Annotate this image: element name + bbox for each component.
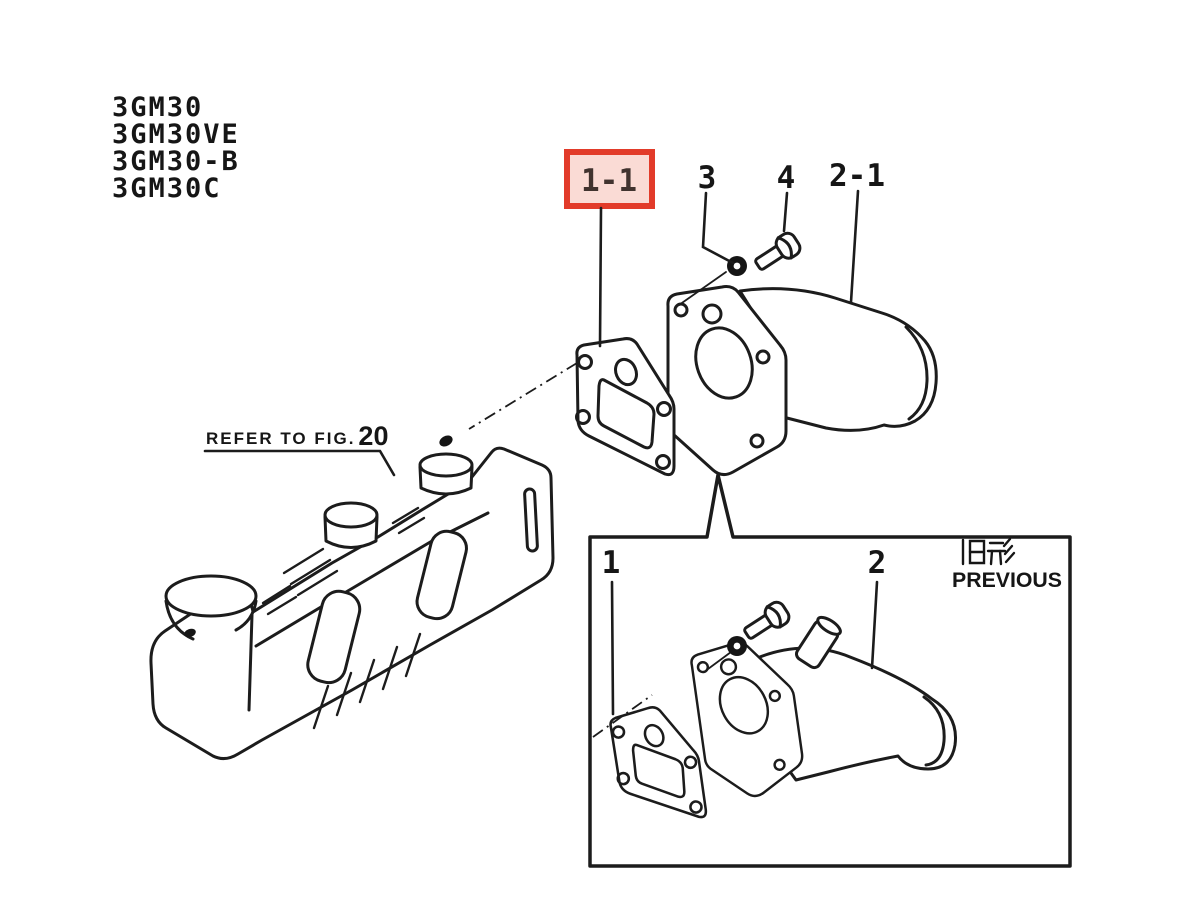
gasket-drawing [575,337,676,477]
bolt-drawing [749,228,805,277]
model-item: 3GM30VE [112,119,240,150]
manifold-louvers [261,506,426,616]
elbow-end-rim [904,325,929,421]
model-list: 3GM30 3GM30VE 3GM30-B 3GM30C [112,92,240,204]
highlight-label[interactable]: 1-1 [581,163,637,199]
model-item: 3GM30C [112,173,222,204]
inset-nut-drawing [727,636,747,656]
highlight-callout-1-1[interactable]: 1-1 [564,149,655,209]
leader-line-4 [782,191,789,233]
manifold-lug [415,529,468,621]
inset-bolt-drawing [738,597,794,646]
exhaust-manifold-drawing [149,435,555,761]
bracket-hole [439,435,453,447]
inset-elbow-end-rim [922,695,946,767]
nut-drawing [727,256,747,276]
refer-pointer-line [203,449,396,477]
body-ridge [254,511,490,648]
manifold-hatching [312,632,422,730]
mid-boss [323,501,379,529]
inset-bolt-axis-line [707,651,732,670]
refer-to-fig-note: REFER TO FIG.20 [203,421,396,477]
previous-label-en: PREVIOUS [952,568,1062,592]
inset-elbow-drawing [688,615,958,804]
model-item: 3GM30-B [112,146,240,177]
gasket-plate [575,337,676,477]
callout-3[interactable]: 3 [698,160,717,196]
highlight-box[interactable] [564,149,655,209]
elbow-pipe [738,287,938,432]
left-boss [164,574,258,618]
refer-text: REFER TO FIG.20 [206,421,388,451]
leader-line-3 [701,191,735,265]
manifold-lug [306,589,362,685]
model-item: 3GM30 [112,92,203,123]
left-boss-skirt [234,599,258,632]
assembly-axis-line [468,362,578,430]
leader-line-1-1 [598,206,603,348]
inset-leader-line-1 [610,580,615,716]
boss-hole [184,628,196,638]
leader-line-2-1 [849,189,860,304]
left-cap-edge [247,613,254,712]
bracket-slot [523,487,539,553]
inset-box-border [588,473,1072,868]
bolt-axis-line [678,271,727,306]
previous-label-ja [961,537,1016,566]
inset-callout-1[interactable]: 1 [602,545,621,581]
inset-gasket-drawing [607,700,708,830]
callout-2-1[interactable]: 2-1 [829,158,885,194]
right-boss [418,452,474,478]
inset-leader-line-2 [870,580,879,670]
inset-elbow-stub [795,615,842,670]
mixing-elbow-drawing [666,285,938,477]
callout-4[interactable]: 4 [777,160,796,196]
inset-callout-2[interactable]: 2 [868,545,887,581]
inset-previous-box: 1 2 PREVIOUS [588,473,1072,868]
